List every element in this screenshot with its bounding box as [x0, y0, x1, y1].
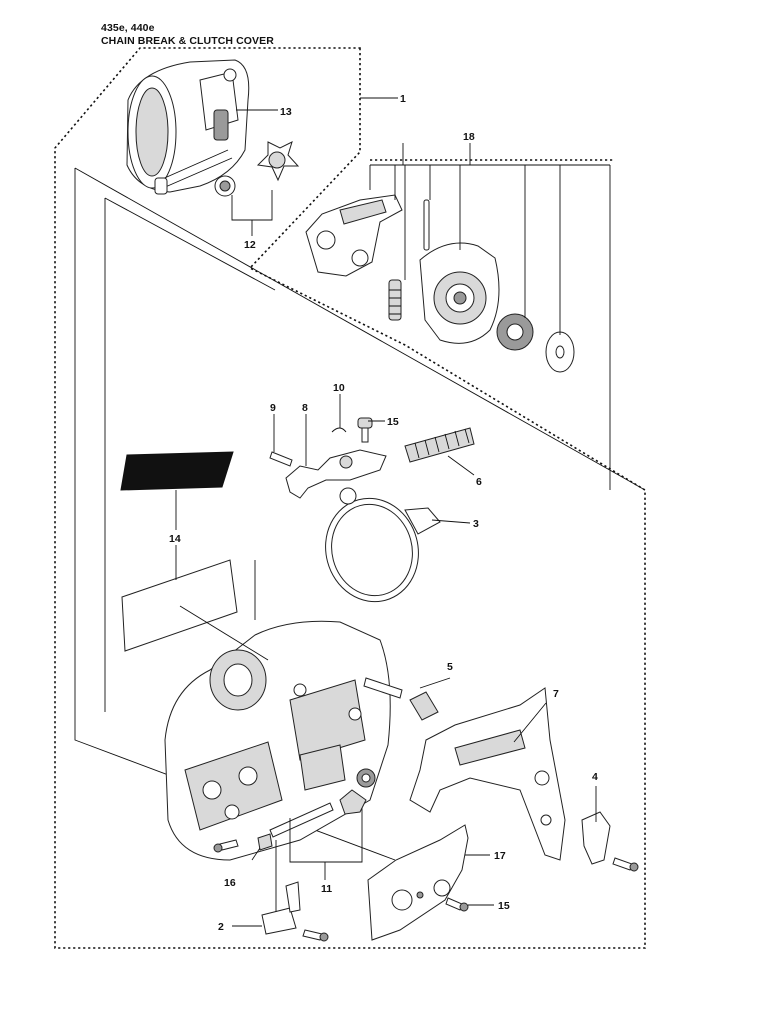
callout-9: 9 [270, 402, 276, 414]
callout-6: 6 [476, 476, 482, 488]
part-17-side-plate [367, 824, 469, 941]
part-12-knob-and-gear [214, 141, 300, 197]
part-18-clutch-assembly [305, 194, 575, 373]
cover-outline-line [74, 167, 646, 491]
part-14-plate [121, 559, 238, 652]
callout-16: 16 [224, 877, 236, 889]
callout-7: 7 [553, 688, 559, 700]
callout-13: 13 [280, 106, 292, 118]
callout-8: 8 [302, 402, 308, 414]
callout-15-top: 15 [387, 416, 399, 428]
callout-4: 4 [592, 771, 598, 783]
callout-12: 12 [244, 239, 256, 251]
callout-1: 1 [400, 93, 406, 105]
part-11-shaft-assembly [269, 768, 376, 838]
section-title: CHAIN BREAK & CLUTCH COVER [101, 35, 274, 47]
callout-11: 11 [321, 883, 332, 895]
leader-lines [175, 97, 611, 927]
cover-outline-line-top [104, 197, 276, 291]
part-6-spring [404, 427, 475, 463]
part-16-washer [213, 833, 273, 853]
assembly-boundary-1 [54, 47, 646, 949]
callout-15-bottom: 15 [498, 900, 510, 912]
part-9-pin [269, 451, 293, 467]
part-3-brake-band [325, 487, 441, 603]
callout-18: 18 [463, 131, 475, 143]
part-7-guard [409, 687, 566, 861]
part-14-decal [120, 451, 234, 491]
part-13-cover-housing [126, 59, 250, 195]
clutch-cover-body [164, 620, 391, 861]
model-title: 435e, 440e [101, 22, 155, 34]
callout-14: 14 [169, 533, 181, 545]
part-15-screw-top [357, 417, 373, 443]
part-2-clamp [261, 881, 329, 942]
callout-3: 3 [473, 518, 479, 530]
part-10-clip [331, 427, 347, 433]
callout-2: 2 [218, 921, 224, 933]
callout-17: 17 [494, 850, 506, 862]
callout-5: 5 [447, 661, 453, 673]
callout-10: 10 [333, 382, 345, 394]
part-4-bracket [581, 811, 639, 872]
part-8-lever [285, 449, 387, 499]
part-5-bushing [363, 677, 439, 721]
